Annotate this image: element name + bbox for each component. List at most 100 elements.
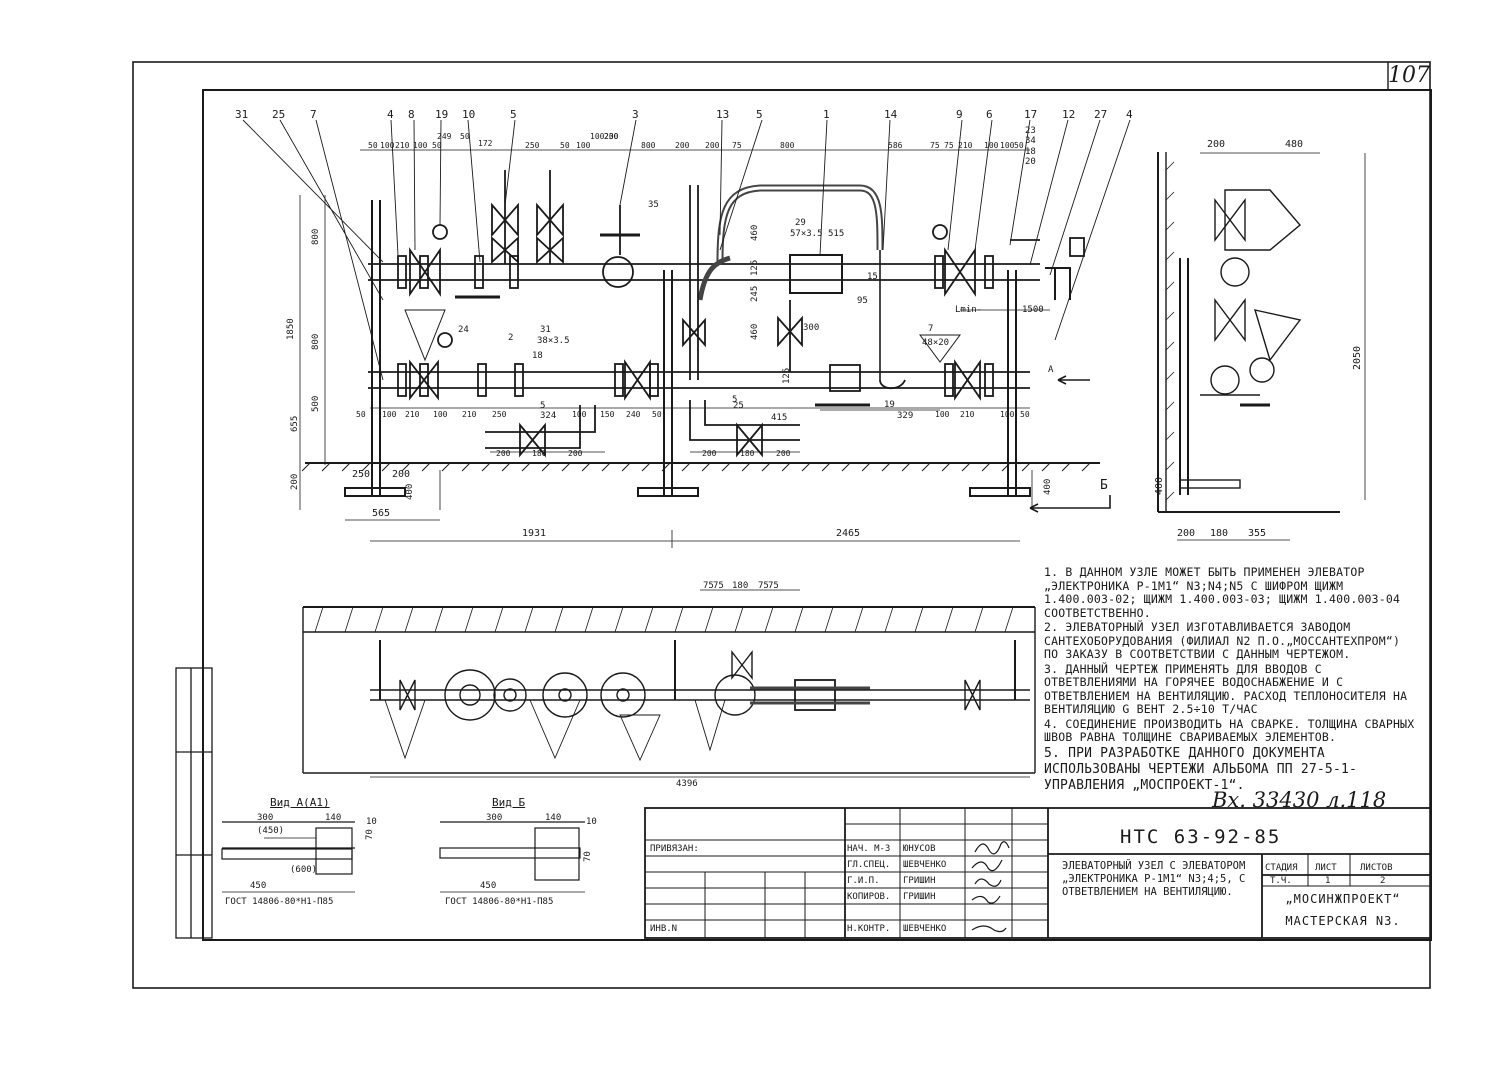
top-dim-11: 100: [590, 132, 605, 141]
mid-dim-3: 100: [433, 410, 448, 419]
side-dim-1: 480: [1285, 139, 1303, 150]
mid-dim-10: 100: [935, 410, 950, 419]
vert-dim-5: 200: [290, 474, 300, 490]
side-dim-5: 180: [1210, 528, 1228, 539]
inner-frame: [202, 89, 1432, 941]
note-4: 4. Соединение производить на сварке. Тол…: [1044, 716, 1415, 744]
top-dim-5: 249: [437, 132, 452, 141]
sig-name-2: Шевченко: [903, 860, 947, 870]
plan-dim-4: 75: [768, 581, 779, 591]
linked-label: Привязан:: [650, 844, 699, 854]
view-a-dim-4: 450: [250, 881, 266, 891]
organization: „МОСИНЖПРОЕКТ“ МАСТЕРСКАЯ N3.: [1268, 888, 1418, 932]
view-a-dim-6: 70: [365, 829, 375, 840]
misc-label-8: 460: [750, 225, 760, 241]
misc-label-30: 19: [884, 400, 895, 410]
sheets-label: Листов: [1360, 863, 1393, 873]
plan-dim-1: 75: [713, 581, 724, 591]
lower-pipeline: [368, 300, 1030, 458]
vert-dim-0: 1850: [286, 318, 296, 340]
base-dim-1: 200: [392, 469, 410, 480]
top-dim-22: 210: [958, 141, 973, 150]
side-dim-2: 2050: [1352, 346, 1363, 370]
misc-label-31: 329: [897, 411, 913, 421]
leader-label-6: 10: [462, 108, 475, 121]
misc-label-6: 57×3.5: [790, 229, 823, 239]
note-3: 3. Данный чертеж применять для вводов с …: [1044, 661, 1408, 716]
base-dim-4: 2465: [836, 528, 860, 539]
mid-dim-13: 50: [1020, 410, 1030, 419]
note-5: 5. При разработке данного документа испо…: [1044, 745, 1358, 793]
plan-dim-3: 75: [758, 581, 769, 591]
top-dim-23: 100: [984, 141, 999, 150]
leader-label-8: 3: [632, 108, 639, 121]
section-label-b: Б: [1100, 478, 1108, 493]
sig-role-4: Копиров.: [847, 892, 891, 902]
sig-name-5: Шевченко: [903, 924, 947, 934]
mid-dim-2: 210: [405, 410, 420, 419]
upper-pipeline: [368, 170, 1085, 390]
top-dim-16: 200: [705, 141, 720, 150]
org-line-2: МАСТЕРСКАЯ N3.: [1285, 914, 1401, 928]
top-dim-6: 50: [460, 132, 470, 141]
leader-label-14: 6: [986, 108, 993, 121]
sig-name-4: Гришин: [903, 892, 936, 902]
plan-dim-5: 4396: [676, 779, 698, 789]
view-b-dim-4: 70: [583, 851, 593, 862]
top-dim-19: 586: [888, 141, 903, 150]
top-dim-1: 100: [380, 141, 395, 150]
misc-label-19: 7: [928, 324, 933, 334]
sig-role-2: Гл.спец.: [847, 860, 891, 870]
sheet-label: Лист: [1315, 863, 1337, 873]
sig-role-5: Н.контр.: [847, 924, 891, 934]
view-b-dim-1: 140: [545, 813, 561, 823]
top-dim-20: 75: [930, 141, 940, 150]
leader-label-4: 8: [408, 108, 415, 121]
misc-label-4: 35: [648, 200, 659, 210]
top-dim-12: 230: [604, 132, 619, 141]
leader-label-0: 31: [235, 108, 248, 121]
misc-label-20: 48×20: [922, 338, 949, 348]
side-view: [1157, 152, 1366, 541]
mid-dim-1: 100: [382, 410, 397, 419]
leader-label-9: 13: [716, 108, 729, 121]
top-dim-18: 800: [780, 141, 795, 150]
drawing-code: НТС 63-92-85: [1120, 826, 1282, 848]
misc-label-24: 38×3.5: [537, 336, 570, 346]
view-a-dim-1: (450): [257, 826, 284, 836]
mid-dim-6: 100: [572, 410, 587, 419]
mid-dim-11: 210: [960, 410, 975, 419]
sheets-value: 2: [1380, 876, 1386, 886]
base-dim-0: 250: [352, 469, 370, 480]
view-b-graphic: [439, 821, 585, 893]
misc-label-23: 31: [540, 325, 551, 335]
elevator: [789, 254, 843, 294]
side-dim-6: 355: [1248, 528, 1266, 539]
view-a-title: Вид А(А1): [270, 796, 330, 809]
leader-label-12: 14: [884, 108, 898, 121]
misc-label-13: 125: [782, 368, 792, 384]
misc-label-29: 415: [771, 413, 787, 423]
sig-name-1: Юнусов: [903, 844, 936, 854]
top-dim-0: 50: [368, 141, 378, 150]
margin-stamp: [175, 667, 213, 939]
mid-dim-8: 240: [626, 410, 641, 419]
misc-label-22: 2: [508, 333, 513, 343]
misc-label-32: A: [1048, 365, 1054, 375]
top-dim-13: 200: [604, 132, 619, 141]
plan-dim-0: 75: [703, 581, 714, 591]
misc-label-27: 324: [540, 411, 556, 421]
misc-label-0: 23: [1025, 126, 1036, 136]
top-dim-4: 50: [432, 141, 442, 150]
misc-label-26: 5: [540, 401, 545, 411]
top-dim-15: 200: [675, 141, 690, 150]
leader-label-10: 5: [756, 108, 763, 121]
dimension-lines: [299, 149, 1050, 548]
top-dim-9: 50: [560, 141, 570, 150]
view-a-gost: ГОСТ 14806-80*Н1-П85: [225, 897, 334, 907]
mid-dim-12: 100: [1000, 410, 1015, 419]
leader-label-13: 9: [956, 108, 963, 121]
view-a-dim-0: 300: [257, 813, 273, 823]
signatures-scribbles: [971, 841, 1010, 933]
misc-label-25: 18: [532, 351, 543, 361]
